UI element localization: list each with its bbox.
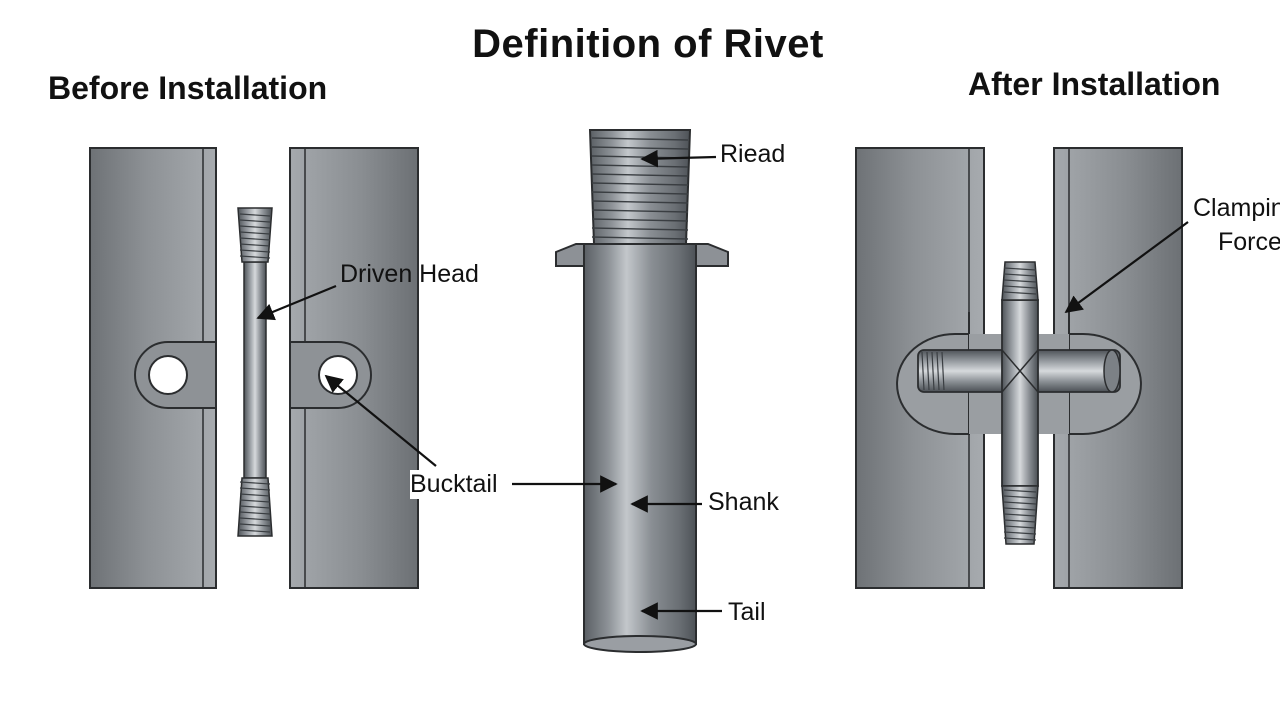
thread-line [239,511,271,515]
label-bucktail: Bucktail [410,470,498,499]
thread-line [591,227,689,231]
thread-line [239,517,271,521]
thread-line [591,191,689,195]
thread-line [239,481,271,485]
thread-line [1003,507,1037,511]
center-rivet [555,129,729,653]
diagram-title: Definition of Rivet [472,22,824,66]
thread-line [239,523,271,527]
before-right-plate [289,147,419,589]
thread-line [1003,501,1037,505]
thread-line [239,219,271,223]
clamping-force-arrow [1064,221,1189,314]
thread-line [591,137,689,141]
label-force: Force [1218,228,1280,256]
label-driven-head: Driven Head [340,260,479,288]
thread-line [1003,531,1037,535]
thread-line [591,200,689,204]
thread-line [591,218,689,222]
after-installation-heading: After Installation [968,66,1221,102]
thread-line [239,499,271,503]
thread-line [239,225,271,229]
label-tail: Tail [728,598,766,626]
before-installation-heading: Before Installation [48,70,328,106]
label-shank: Shank [708,488,779,516]
thread-line [1003,513,1037,517]
thread-line [239,237,271,241]
thread-line [1003,525,1037,529]
thread-line [239,255,271,259]
bucktail-arrow-hole [324,374,437,467]
thread-line [1003,267,1037,271]
riead-arrow [640,149,717,168]
thread-line [239,243,271,247]
label-clamping: Clamping [1193,194,1280,222]
thread-line [1003,489,1037,493]
thread-line [941,351,945,391]
thread-line [936,351,940,391]
thread-line [591,164,689,168]
thread-line [1003,279,1037,283]
thread-line [591,146,689,150]
thread-line [239,231,271,235]
thread-line [591,173,689,177]
thread-line [1003,273,1037,277]
thread-line [239,213,271,217]
driven-head-arrow [256,284,337,321]
thread-line [239,249,271,253]
before-rivet-rod [237,207,273,537]
thread-line [239,529,271,533]
thread-line [921,351,925,391]
thread-line [239,487,271,491]
thread-line [239,493,271,497]
thread-line [239,505,271,509]
thread-line [591,182,689,186]
thread-line [1003,291,1037,295]
thread-line [591,209,689,213]
before-left-plate [89,147,217,589]
after-rivet-cross [917,261,1121,545]
thread-line [1003,519,1037,523]
thread-line [1003,495,1037,499]
thread-line [926,351,930,391]
thread-line [1003,537,1037,541]
thread-line [591,236,689,240]
thread-line [931,351,935,391]
thread-line [1003,285,1037,289]
label-riead: Riead [720,140,786,168]
